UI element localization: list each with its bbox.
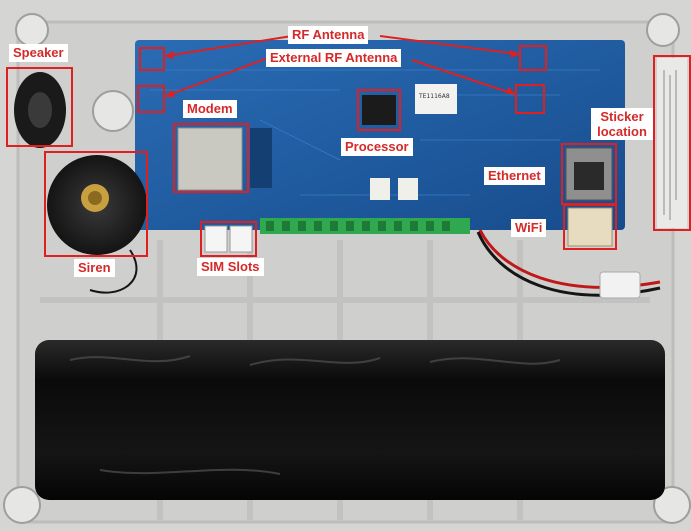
label-processor: Processor xyxy=(341,138,413,156)
label-siren: Siren xyxy=(74,259,115,277)
box-modem xyxy=(173,123,249,193)
terminal-screws xyxy=(266,221,450,231)
board-model-label: TE1116A8 xyxy=(418,93,450,100)
sticker xyxy=(657,58,687,228)
modem-module xyxy=(177,127,243,191)
battery-connector xyxy=(599,271,641,299)
box-processor xyxy=(357,89,401,131)
box-rf-antenna-right xyxy=(519,45,547,71)
box-external-rf-right xyxy=(515,84,545,114)
box-sim-slots xyxy=(200,221,257,257)
box-rf-antenna-left xyxy=(139,47,165,71)
arrow-heads xyxy=(164,50,520,97)
annotation-arrows xyxy=(165,35,519,97)
label-rf-antenna: RF Antenna xyxy=(288,26,369,44)
wifi-module xyxy=(567,207,613,247)
relay-2 xyxy=(398,178,418,200)
label-sticker-location: Sticker location xyxy=(591,108,653,140)
label-ethernet: Ethernet xyxy=(484,167,545,185)
label-speaker: Speaker xyxy=(9,44,68,62)
processor-chip xyxy=(362,95,396,125)
label-modem: Modem xyxy=(183,100,237,118)
sim-slot-2 xyxy=(229,225,253,253)
battery-highlights xyxy=(69,355,561,475)
siren-wire xyxy=(89,249,138,294)
relay-1 xyxy=(370,178,390,200)
box-external-rf-left xyxy=(137,85,165,113)
sim-slot-1 xyxy=(204,225,228,253)
battery-pack xyxy=(35,340,665,500)
box-wifi xyxy=(563,204,617,250)
box-speaker xyxy=(6,67,73,147)
sticker-text xyxy=(663,70,677,220)
board-label xyxy=(415,84,457,114)
label-external-rf-antenna: External RF Antenna xyxy=(266,49,402,67)
box-sticker xyxy=(653,55,691,231)
annotation-boxes xyxy=(6,45,691,257)
label-wifi: WiFi xyxy=(511,219,547,237)
label-sim-slots: SIM Slots xyxy=(197,258,264,276)
box-siren xyxy=(44,151,148,257)
